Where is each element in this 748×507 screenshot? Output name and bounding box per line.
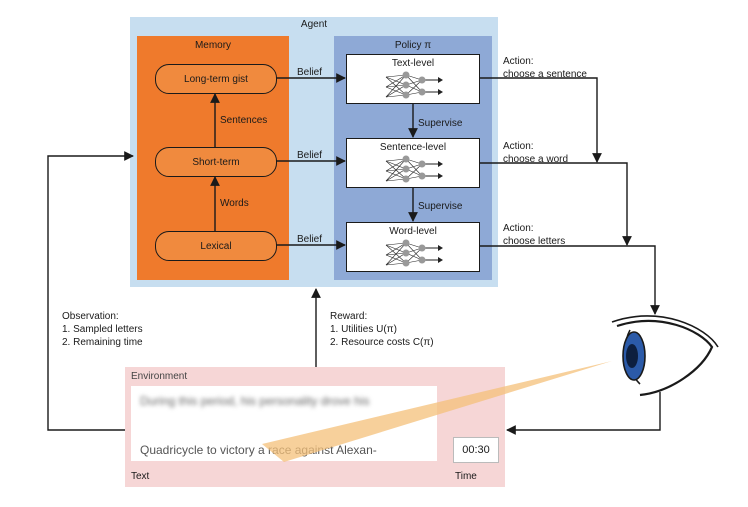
sentence-level-box: Sentence-level	[346, 138, 480, 188]
neural-network-icon	[385, 71, 443, 99]
lexical-node: Lexical	[155, 231, 277, 261]
text-label: Text	[131, 471, 150, 482]
word-level-label: Word-level	[389, 226, 437, 237]
reward-title: Reward:	[330, 311, 368, 322]
neural-network-icon	[385, 155, 443, 183]
gaze-beam	[262, 361, 612, 462]
observation-item-1: 1. Sampled letters	[62, 324, 143, 335]
reward-item-2: 2. Resource costs C(π)	[330, 337, 434, 348]
action-label-3: Action: choose letters	[503, 222, 565, 248]
belief-label-3: Belief	[297, 234, 323, 245]
action-2-title: Action:	[503, 141, 534, 152]
action-3-title: Action:	[503, 223, 534, 234]
long-term-gist-node: Long-term gist	[155, 64, 277, 94]
observation-item-2: 2. Remaining time	[62, 337, 143, 348]
action-arrow-3	[480, 245, 660, 315]
supervise-label-2: Supervise	[418, 201, 463, 212]
action-1-text: choose a sentence	[503, 69, 587, 80]
belief-label-2: Belief	[297, 150, 323, 161]
action-arrow-1	[480, 77, 602, 163]
text-level-label: Text-level	[391, 58, 435, 69]
supervise-label-1: Supervise	[418, 118, 463, 129]
words-label: Words	[220, 198, 249, 209]
belief-label-1: Belief	[297, 67, 323, 78]
sentences-label: Sentences	[220, 115, 268, 126]
word-level-box: Word-level	[346, 222, 480, 272]
memory-title: Memory	[194, 40, 232, 51]
action-1-title: Action:	[503, 56, 534, 67]
short-term-node: Short-term	[155, 147, 277, 177]
observation-arrow	[47, 151, 134, 431]
action-3-text: choose letters	[503, 236, 566, 247]
action-label-2: Action: choose a word	[503, 140, 568, 166]
observation-title: Observation:	[62, 311, 119, 322]
action-label-1: Action: choose a sentence	[503, 55, 587, 81]
blurred-text-line: During this period, his personality drov…	[140, 394, 370, 408]
text-level-box: Text-level	[346, 54, 480, 104]
action-arrow-2	[480, 162, 632, 246]
policy-title: Policy π	[394, 40, 432, 51]
reward-label: Reward: 1. Utilities U(π) 2. Resource co…	[330, 310, 434, 349]
eye-feedback-arrow	[506, 392, 661, 435]
action-2-text: choose a word	[503, 154, 569, 165]
agent-title: Agent	[300, 19, 328, 30]
observation-label: Observation: 1. Sampled letters 2. Remai…	[62, 310, 143, 349]
sentence-level-label: Sentence-level	[379, 142, 447, 153]
reward-item-1: 1. Utilities U(π)	[330, 324, 397, 335]
eye-icon	[611, 315, 719, 397]
timer-display: 00:30	[453, 437, 499, 463]
time-label: Time	[455, 471, 477, 482]
neural-network-icon	[385, 239, 443, 267]
environment-title: Environment	[131, 371, 188, 382]
